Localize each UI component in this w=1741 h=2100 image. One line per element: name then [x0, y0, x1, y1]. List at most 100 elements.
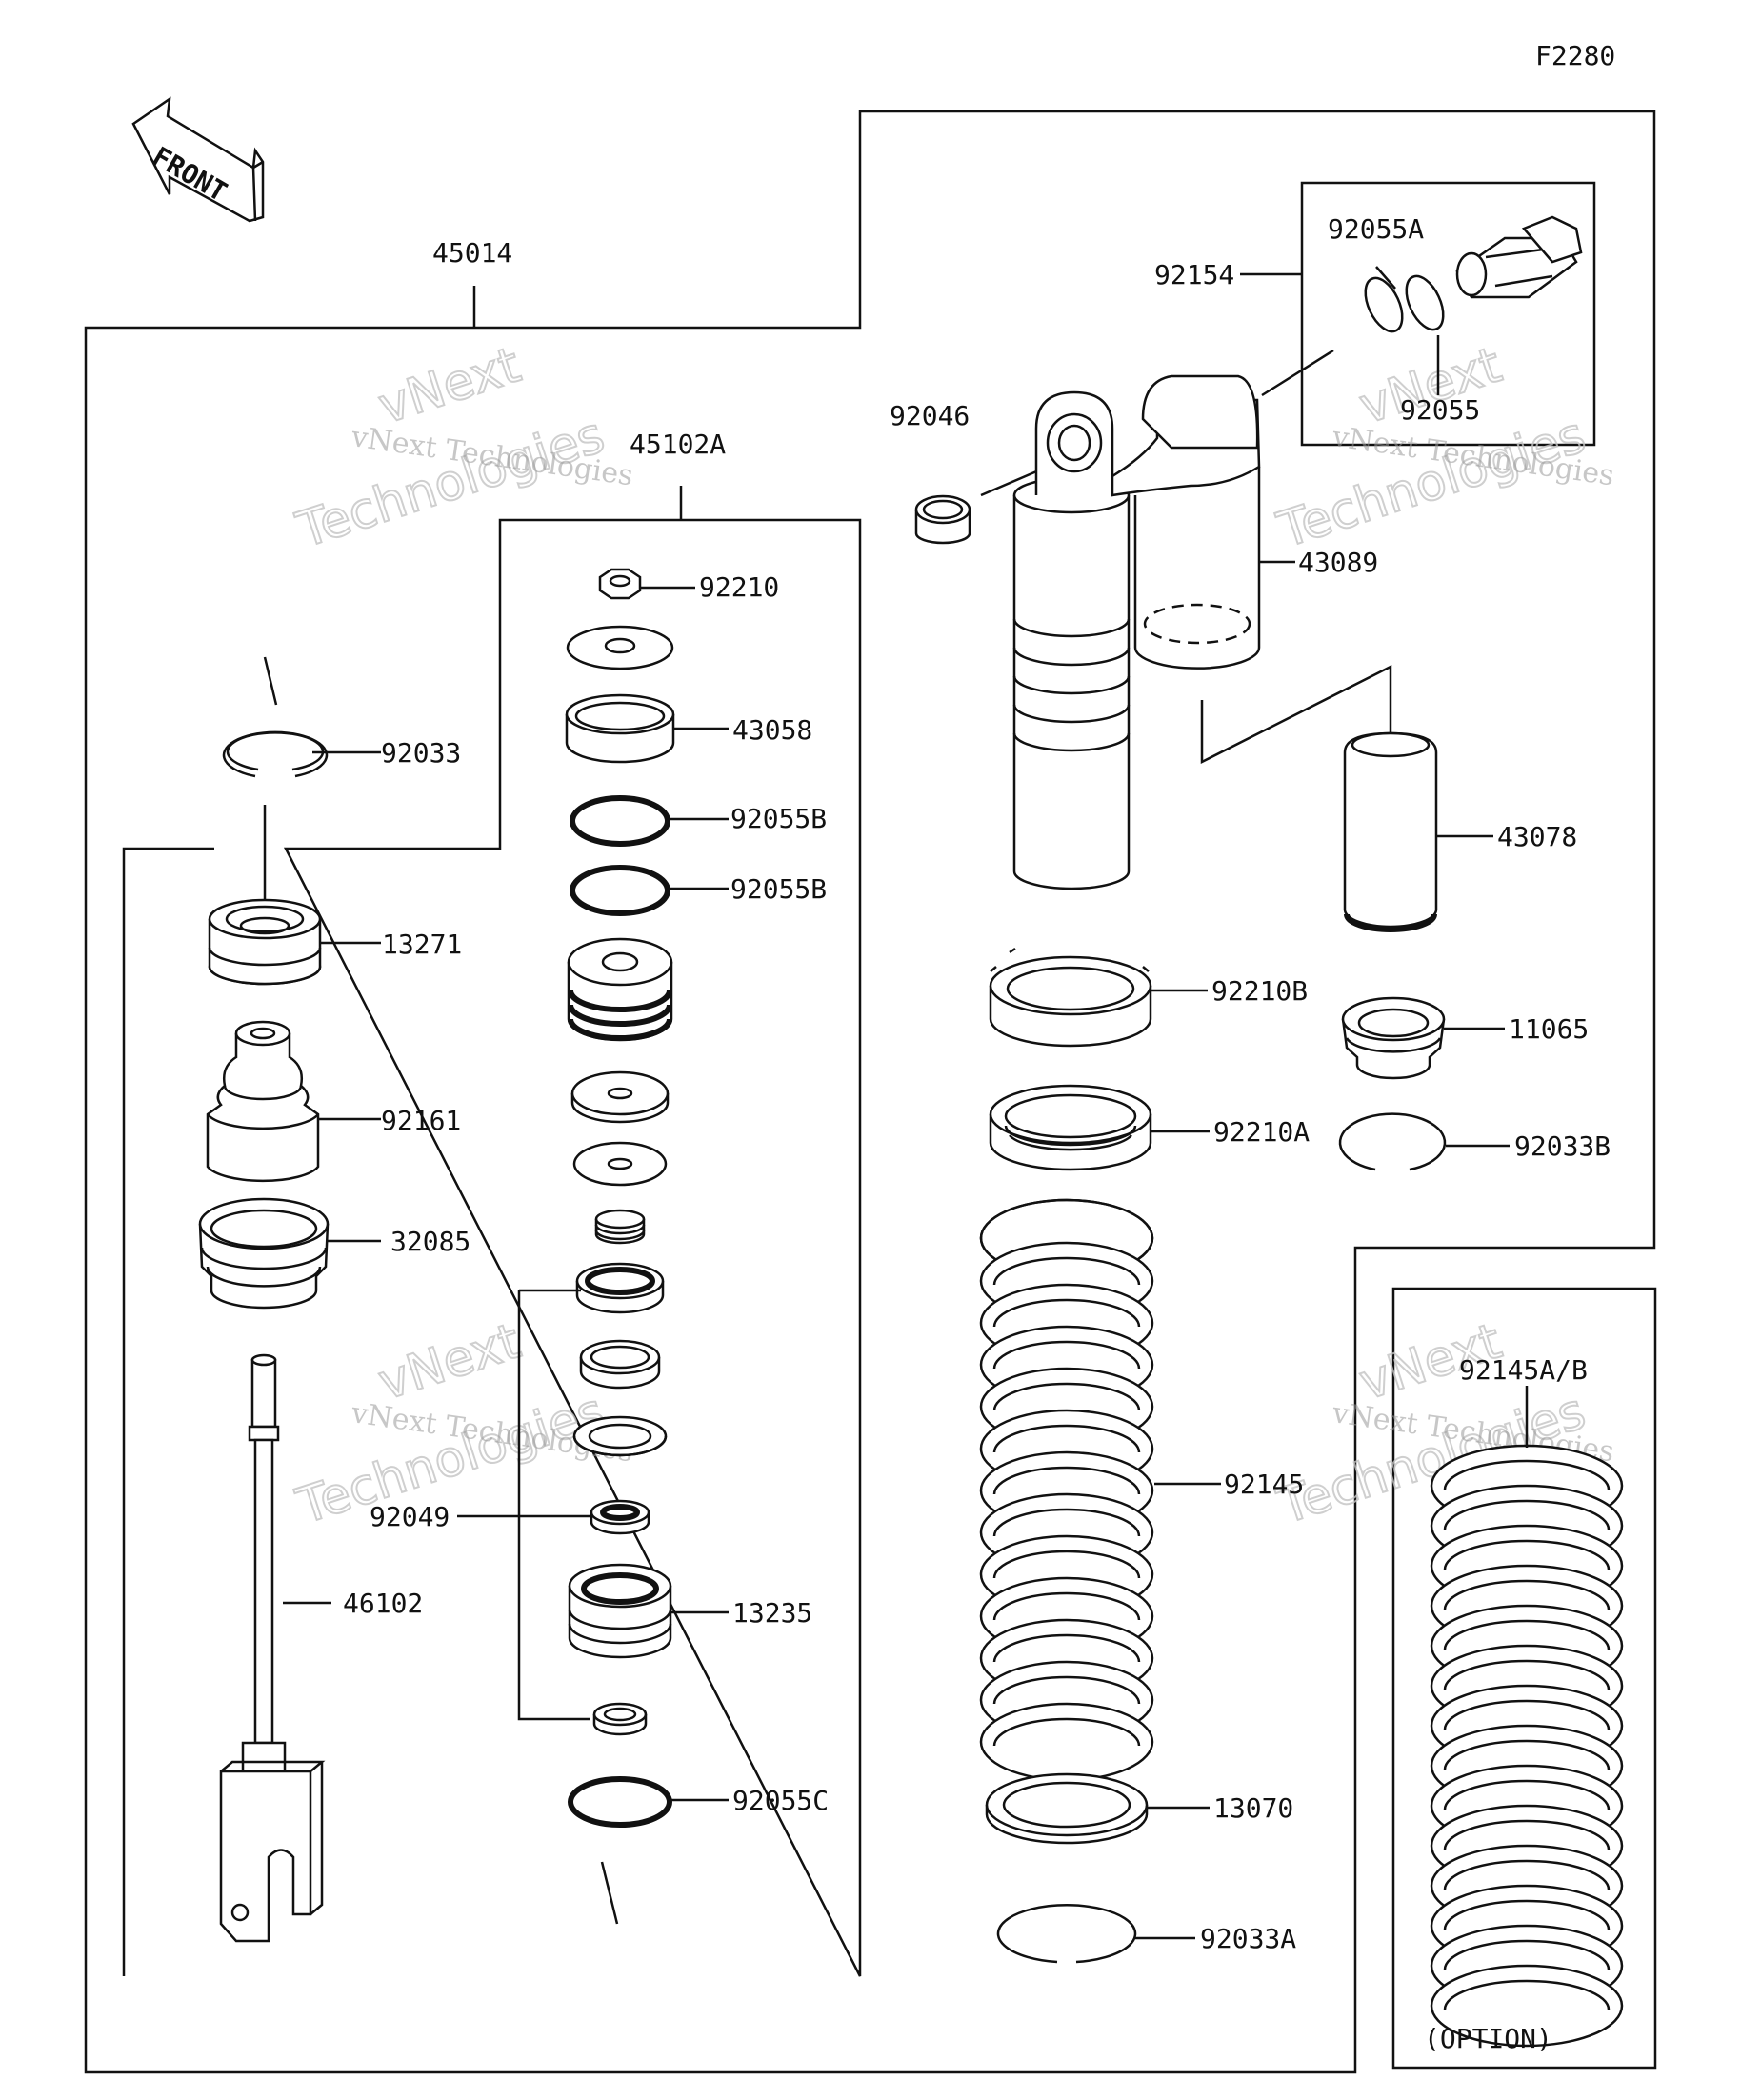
bushing-2 — [579, 1339, 661, 1390]
spring-coil — [979, 1702, 1154, 1782]
spring-coil-inner — [992, 1591, 1141, 1621]
part-46102-piston-rod — [219, 1353, 326, 1943]
spring-small — [594, 1209, 646, 1245]
label-92210A: 92210A — [1213, 1116, 1310, 1148]
spring-coil-inner — [1443, 1619, 1611, 1650]
svg-text:vNext: vNext — [371, 1312, 527, 1411]
label-32085: 32085 — [390, 1226, 470, 1257]
option-spring-box — [1391, 1287, 1657, 2070]
label-92033B: 92033B — [1514, 1130, 1611, 1162]
spring-coil-inner — [992, 1717, 1141, 1747]
spring-coil-inner — [992, 1466, 1141, 1495]
watermark-2: vNext Technologies vNext Technologies — [1271, 335, 1616, 560]
spring-coil-inner — [1443, 1499, 1611, 1530]
label-92055A: 92055A — [1328, 213, 1424, 245]
valve-92154-box — [1300, 181, 1596, 447]
spring-coil-inner — [992, 1633, 1141, 1663]
label-92055: 92055 — [1400, 394, 1480, 426]
front-arrow-icon: FRONT — [131, 96, 265, 223]
label-92145: 92145 — [1224, 1469, 1304, 1500]
label-92033: 92033 — [381, 737, 461, 769]
spring-coil-inner — [1443, 1659, 1611, 1690]
spring-coil-inner — [992, 1382, 1141, 1411]
spring-coil-inner — [992, 1424, 1141, 1453]
part-43058-collar — [565, 693, 675, 764]
part-13271-cap — [208, 898, 322, 986]
part-92055B-oring-2 — [570, 865, 670, 916]
spring-coil-inner — [992, 1298, 1141, 1328]
svg-text:vNext: vNext — [371, 336, 527, 435]
part-92210A-adjuster-nut — [989, 1084, 1152, 1171]
label-92161: 92161 — [381, 1105, 461, 1136]
label-92046: 92046 — [890, 400, 970, 431]
part-92145AB-option-spring — [1430, 1444, 1624, 2048]
label-92145AB: 92145A/B — [1459, 1354, 1588, 1386]
label-13271: 13271 — [382, 929, 462, 960]
part-92033-snap-ring — [222, 656, 329, 778]
spring-coil-inner — [992, 1256, 1141, 1286]
shim-washer-1 — [570, 1070, 670, 1124]
part-92055C-oring — [568, 1776, 672, 1828]
label-46102: 46102 — [343, 1588, 423, 1619]
spring-coil-inner — [992, 1550, 1141, 1579]
part-92161-bump-stop — [206, 1020, 320, 1183]
part-92046-bearing — [914, 494, 971, 545]
bushing-1 — [575, 1262, 665, 1314]
spring-coil-inner — [992, 1675, 1141, 1705]
label-45014: 45014 — [432, 237, 512, 269]
assembly-45014-outline — [84, 110, 1656, 2074]
part-92055B-oring-1 — [570, 795, 670, 847]
label-43058: 43058 — [732, 714, 812, 746]
spring-coil-inner — [1443, 1859, 1611, 1890]
spring-coil-inner — [1443, 1899, 1611, 1930]
spring-coil-inner — [1443, 1739, 1611, 1770]
bushing-small — [592, 1702, 648, 1736]
label-92033A: 92033A — [1200, 1923, 1296, 1954]
label-92055C: 92055C — [732, 1785, 829, 1816]
spring-coil-inner — [1443, 1819, 1611, 1850]
label-92055B-1: 92055B — [730, 803, 827, 834]
spring-coil-inner — [1443, 1779, 1611, 1810]
spring-coil-inner — [1443, 1459, 1611, 1490]
part-92210B-locknut — [989, 947, 1152, 1048]
label-43089: 43089 — [1298, 547, 1378, 578]
part-92055A-oring — [1364, 276, 1404, 333]
shim-washer-2 — [572, 1141, 668, 1187]
part-92210-nut — [598, 568, 642, 600]
part-32085-dust-seal — [198, 1197, 330, 1310]
spring-coil-inner — [1443, 1539, 1611, 1570]
spring-coil-inner — [1443, 1979, 1611, 2010]
label-92210B: 92210B — [1211, 975, 1308, 1007]
spring-coil-inner — [1443, 1579, 1611, 1610]
part-labels: F2280 45014 45102A 92210 43058 92055B 92… — [343, 40, 1615, 2054]
label-11065: 11065 — [1509, 1013, 1589, 1045]
label-13070: 13070 — [1213, 1792, 1293, 1824]
part-92145-spring — [979, 1198, 1154, 1782]
seal-head — [567, 937, 673, 1042]
label-92210: 92210 — [699, 571, 779, 603]
label-45102A: 45102A — [630, 429, 726, 460]
washer-top — [566, 625, 674, 670]
label-92049: 92049 — [370, 1501, 450, 1532]
part-92055-oring — [1405, 274, 1445, 331]
figure-code: F2280 — [1535, 40, 1615, 71]
part-43089-shock-body — [1012, 374, 1261, 890]
label-92055B-2: 92055B — [730, 873, 827, 905]
spring-coil-inner — [992, 1508, 1141, 1537]
part-11065-cap — [1341, 996, 1446, 1080]
part-13070-seat — [985, 1772, 1149, 1845]
watermark-1: vNext Technologies vNext Technologies — [290, 335, 635, 560]
spring-coil-inner — [1443, 1939, 1611, 1970]
spring-coil-inner — [992, 1340, 1141, 1370]
leader-lines — [283, 266, 1529, 1940]
label-43078: 43078 — [1497, 821, 1577, 852]
part-92033B-snap-ring — [1338, 1112, 1447, 1171]
part-43078-cap — [1200, 664, 1438, 932]
label-13235: 13235 — [732, 1597, 812, 1629]
part-92033A-snap-ring — [996, 1904, 1137, 1964]
spring-coil-inner — [1443, 1699, 1611, 1730]
part-13235-bearing — [568, 1563, 672, 1659]
label-92154: 92154 — [1154, 259, 1234, 290]
part-92154-valve — [1455, 215, 1583, 299]
